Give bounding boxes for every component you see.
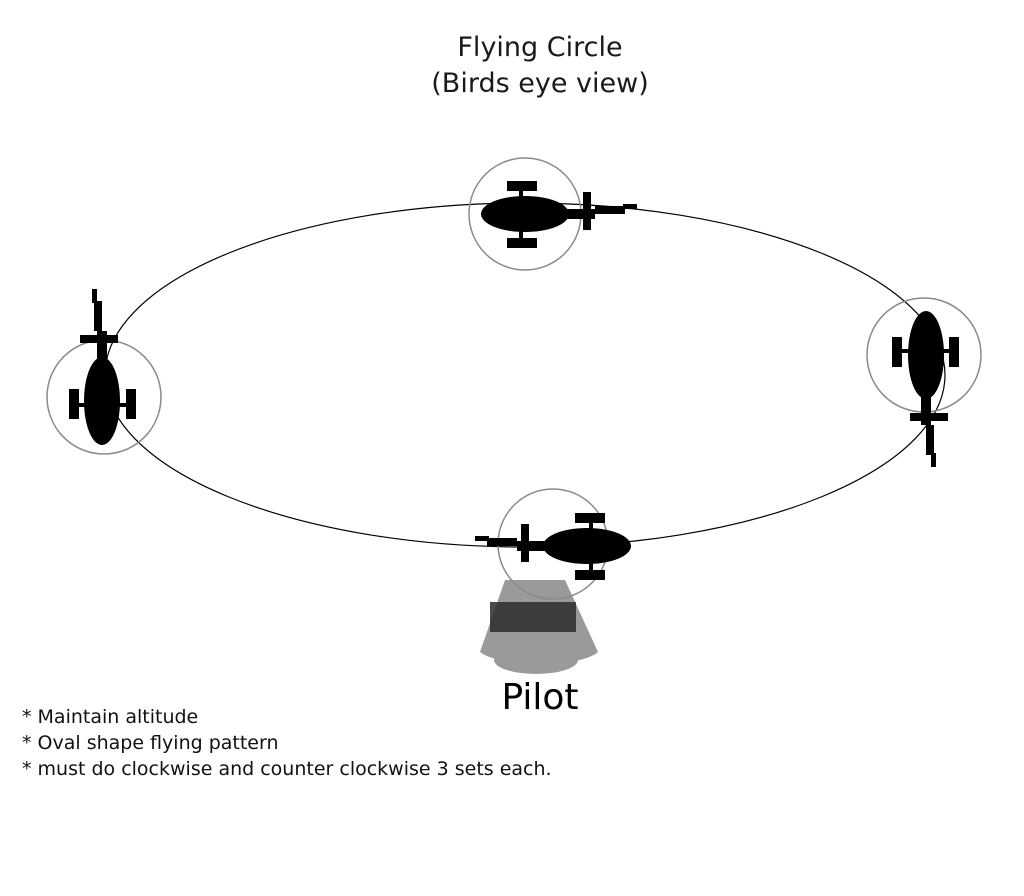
diagram-title-block: Flying Circle (Birds eye view)	[0, 30, 1024, 102]
flight-path-oval	[104, 202, 946, 548]
note-item: * Maintain altitude	[22, 706, 199, 728]
note-item: * Oval shape flying pattern	[22, 732, 279, 754]
helicopter-top	[468, 157, 637, 271]
pilot-figure	[480, 580, 598, 674]
instruction-notes: * Maintain altitude * Oval shape flying …	[22, 704, 552, 782]
diagram-title: Flying Circle	[457, 32, 623, 63]
pilot-head-icon	[494, 646, 578, 674]
note-item: * must do clockwise and counter clockwis…	[22, 758, 552, 780]
controller-icon	[490, 602, 576, 632]
helicopter-right	[866, 297, 982, 467]
helicopter-bottom	[475, 488, 631, 600]
helicopter-left	[46, 289, 162, 455]
pilot-label: Pilot	[501, 677, 579, 718]
helicopter-icon	[69, 289, 136, 445]
helicopter-icon	[481, 181, 637, 248]
helicopter-icon	[892, 311, 959, 467]
diagram-subtitle: (Birds eye view)	[431, 68, 649, 99]
